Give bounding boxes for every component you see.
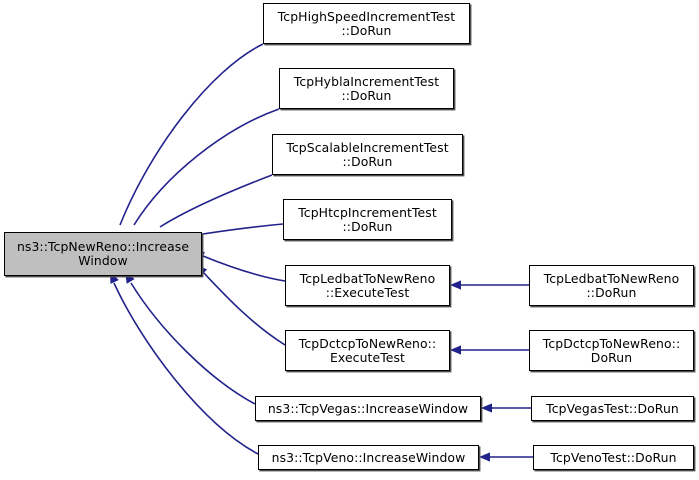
edge-line bbox=[189, 223, 284, 237]
node-scalable[interactable]: TcpScalableIncrementTest ::DoRun bbox=[272, 134, 463, 175]
node-ledbat-execute[interactable]: TcpLedbatToNewReno ::ExecuteTest bbox=[285, 265, 450, 306]
node-htcp[interactable]: TcpHtcpIncrementTest ::DoRun bbox=[283, 199, 452, 240]
node-label: TcpLedbatToNewReno ::ExecuteTest bbox=[299, 270, 436, 300]
edge-line bbox=[113, 282, 259, 455]
node-label: TcpHyblaIncrementTest ::DoRun bbox=[293, 73, 440, 103]
node-label: TcpLedbatToNewReno ::DoRun bbox=[543, 270, 680, 300]
arrowhead-icon bbox=[450, 280, 461, 290]
node-dctcp-execute[interactable]: TcpDctcpToNewReno:: ExecuteTest bbox=[285, 330, 450, 371]
node-current: ns3::TcpNewReno::Increase Window bbox=[4, 232, 202, 276]
edge-vegas-dorun-to-vegas-increase bbox=[481, 403, 531, 413]
node-label: TcpVegasTest::DoRun bbox=[546, 400, 679, 416]
node-highspeed[interactable]: TcpHighSpeedIncrementTest ::DoRun bbox=[263, 3, 470, 44]
node-veno-dorun[interactable]: TcpVenoTest::DoRun bbox=[533, 445, 694, 470]
edge-highspeed-to-current bbox=[106, 43, 264, 250]
node-vegas-increase[interactable]: ns3::TcpVegas::IncreaseWindow bbox=[255, 396, 481, 421]
edge-veno-dorun-to-veno-increase bbox=[479, 452, 534, 462]
edge-veno-increase-to-current bbox=[110, 272, 259, 455]
node-label: TcpDctcpToNewReno:: DoRun bbox=[542, 335, 681, 365]
node-dctcp-dorun[interactable]: TcpDctcpToNewReno:: DoRun bbox=[529, 330, 694, 371]
node-vegas-dorun[interactable]: TcpVegasTest::DoRun bbox=[531, 396, 694, 421]
node-label: ns3::TcpVegas::IncreaseWindow bbox=[267, 400, 469, 416]
edge-line bbox=[119, 43, 264, 226]
edge-line bbox=[202, 255, 286, 282]
edge-line bbox=[130, 282, 256, 405]
node-ledbat-dorun[interactable]: TcpLedbatToNewReno ::DoRun bbox=[529, 265, 694, 306]
node-label: ns3::TcpVeno::IncreaseWindow bbox=[271, 449, 466, 465]
edge-ledbat-dorun-to-ledbat-execute bbox=[450, 280, 529, 290]
node-label: TcpHtcpIncrementTest ::DoRun bbox=[298, 204, 437, 234]
node-label: TcpDctcpToNewReno:: ExecuteTest bbox=[298, 335, 437, 365]
arrowhead-icon bbox=[450, 345, 461, 355]
node-label: TcpHighSpeedIncrementTest ::DoRun bbox=[277, 8, 456, 38]
node-label: ns3::TcpNewReno::Increase Window bbox=[16, 239, 190, 268]
edge-line bbox=[133, 108, 280, 226]
edge-line bbox=[202, 271, 286, 346]
arrowhead-icon bbox=[481, 403, 492, 413]
edge-ledbat-execute-to-current bbox=[193, 251, 286, 282]
node-veno-increase[interactable]: ns3::TcpVeno::IncreaseWindow bbox=[258, 445, 479, 470]
edge-vegas-increase-to-current bbox=[125, 272, 256, 405]
node-label: TcpScalableIncrementTest ::DoRun bbox=[286, 139, 449, 169]
edge-line bbox=[159, 174, 273, 228]
edge-hybla-to-current bbox=[118, 108, 280, 248]
edge-dctcp-execute-to-current bbox=[196, 265, 286, 346]
arrowhead-icon bbox=[479, 452, 490, 462]
node-label: TcpVenoTest::DoRun bbox=[550, 449, 677, 465]
node-hybla[interactable]: TcpHyblaIncrementTest ::DoRun bbox=[279, 68, 454, 109]
edge-dctcp-dorun-to-dctcp-execute bbox=[450, 345, 529, 355]
